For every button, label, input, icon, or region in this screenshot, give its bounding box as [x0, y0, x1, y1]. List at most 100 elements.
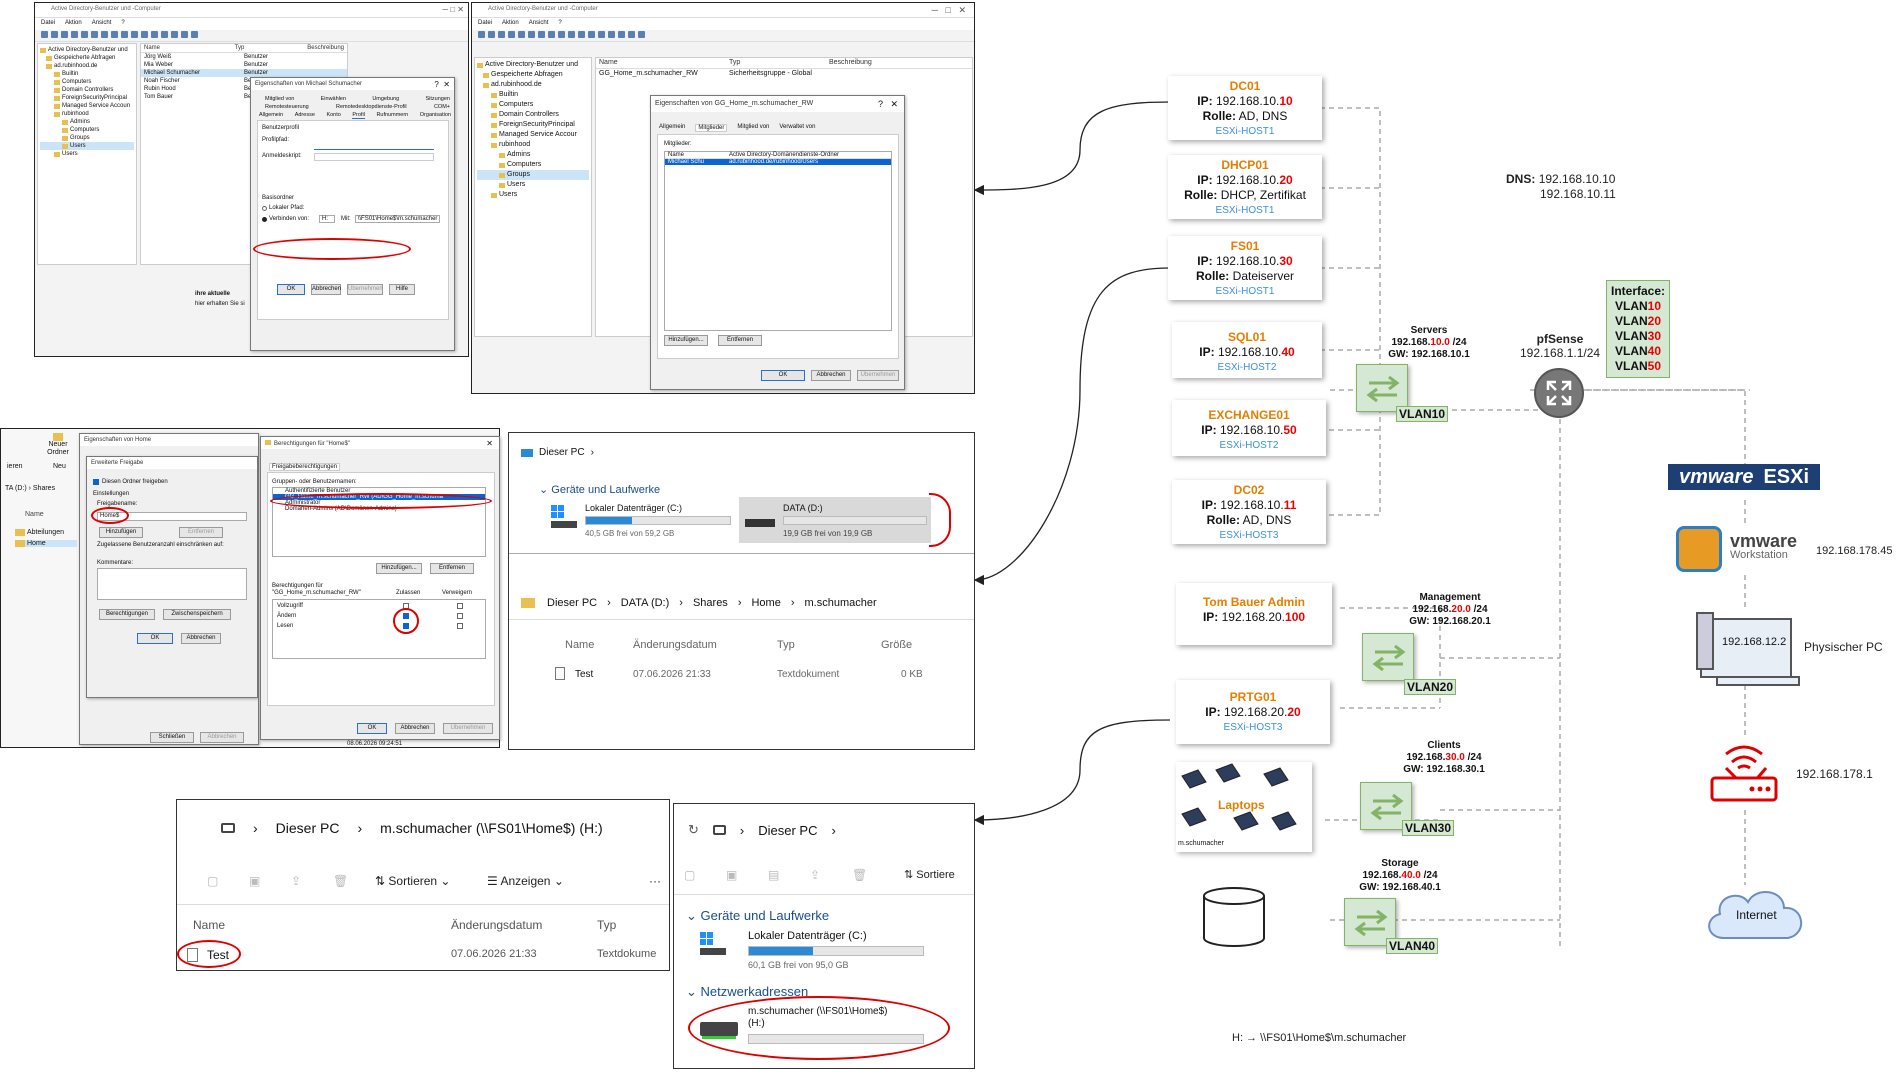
tree-item[interactable]: Managed Service Accoun — [40, 102, 134, 110]
col-name[interactable]: Name — [141, 44, 232, 52]
tree-item[interactable]: Builtin — [40, 70, 134, 78]
apply-button[interactable]: Übernehmen — [857, 370, 899, 381]
drive-select[interactable]: H: — [319, 215, 335, 223]
home-path-input[interactable]: \\FS01\Home$\m.schumacher — [355, 215, 441, 223]
crumb[interactable]: DATA (D:) — [621, 597, 669, 609]
col-beschreibung[interactable]: Beschreibung — [826, 58, 875, 68]
tree-item[interactable]: Builtin — [477, 90, 589, 100]
window-controls[interactable]: ─ □ ✕ — [442, 5, 464, 14]
ok-button[interactable]: OK — [761, 370, 805, 381]
tab-remotesteuerung[interactable]: Remotesteuerung — [265, 104, 309, 110]
tab-umgebung[interactable]: Umgebung — [372, 96, 399, 102]
menu-datei[interactable]: Datei — [41, 20, 55, 26]
copy-icon[interactable]: ▣ — [249, 874, 260, 888]
crumb-dieser-pc[interactable]: Dieser PC — [539, 447, 585, 458]
profilpfad-input[interactable] — [314, 143, 434, 150]
col-type[interactable]: Typ — [597, 918, 616, 932]
ok-button[interactable]: OK — [277, 284, 305, 295]
section-header[interactable]: ⌄ Geräte und Laufwerke — [539, 483, 660, 496]
tab-rds-profil[interactable]: Remotedesktopdienste-Profil — [336, 104, 407, 110]
crumb[interactable]: Shares — [693, 597, 728, 609]
sort-button[interactable]: ⇅ Sortiere — [904, 868, 955, 881]
dialog-buttons[interactable]: ? ✕ — [878, 99, 898, 110]
share-folder-checkbox[interactable]: Diesen Ordner freigeben — [93, 479, 168, 485]
remove-share-button[interactable]: Entfernen — [179, 527, 223, 538]
menu-aktion[interactable]: Aktion — [65, 20, 82, 26]
tree-item[interactable]: Admins — [40, 118, 134, 126]
tree-item[interactable]: Domain Controllers — [40, 86, 134, 94]
col-typ[interactable]: Typ — [232, 44, 305, 52]
tab-organisation[interactable]: Organisation — [420, 112, 451, 119]
tree-item[interactable]: Users — [40, 150, 134, 158]
tree-item[interactable]: Users — [477, 190, 589, 200]
col-name[interactable]: Name — [25, 511, 44, 518]
tree-item[interactable]: Computers — [40, 126, 134, 134]
tree-item[interactable]: ad.rubinhood.de — [477, 80, 589, 90]
apply-button[interactable]: Übernehmen — [443, 723, 493, 734]
tab-allgemein[interactable]: Allgemein — [659, 124, 685, 132]
tree-item[interactable]: ForeignSecurityPrincipal — [40, 94, 134, 102]
file-row[interactable]: Test 07.06.2026 21:33 Textdokume — [183, 946, 670, 964]
add-principal-button[interactable]: Hinzufügen... — [376, 563, 422, 574]
delete-icon[interactable]: 🗑 — [852, 868, 867, 882]
deny-read-checkbox[interactable] — [457, 623, 463, 629]
tab-konto[interactable]: Konto — [326, 112, 340, 119]
tree-item[interactable]: rubinhood — [40, 110, 134, 118]
path-bar[interactable]: Dieser PC›DATA (D:)›Shares›Home›m.schuma… — [521, 597, 877, 609]
close-button[interactable]: Schließen — [150, 732, 194, 743]
tree-item[interactable]: ad.rubinhood.de — [40, 62, 134, 70]
share-icon[interactable]: ⇪ — [810, 868, 820, 882]
tab-freigabeberechtigungen[interactable]: Freigabeberechtigungen — [269, 463, 340, 471]
crumb[interactable]: Dieser PC — [547, 597, 597, 609]
file-row[interactable]: Test 07.06.2026 21:33 Textdokument 0 KB — [555, 667, 975, 683]
tab-profil[interactable]: Profil — [352, 112, 365, 119]
col-date[interactable]: Änderungsdatum — [633, 639, 717, 651]
sort-button[interactable]: ⇅ Sortieren ⌄ — [375, 874, 450, 888]
tree-item[interactable]: Computers — [477, 160, 589, 170]
tab-adresse[interactable]: Adresse — [295, 112, 315, 119]
tree-item[interactable]: Users — [40, 142, 134, 150]
col-size[interactable]: Größe — [881, 639, 912, 651]
tree-item[interactable]: Gespeicherte Abfragen — [40, 54, 134, 62]
tab-com[interactable]: COM+ — [434, 104, 450, 110]
col-type[interactable]: Typ — [777, 639, 795, 651]
caching-button[interactable]: Zwischenspeichern — [163, 609, 231, 620]
col-typ[interactable]: Typ — [726, 58, 826, 68]
cancel-button[interactable]: Abbrechen — [811, 370, 851, 381]
drive-d[interactable]: DATA (D:) 19,9 GB frei von 19,9 GB — [739, 497, 931, 543]
add-member-button[interactable]: Hinzufügen... — [664, 335, 708, 346]
ok-button[interactable]: OK — [137, 633, 173, 644]
tab-mitglied-von[interactable]: Mitglied von — [737, 124, 769, 132]
ok-button[interactable]: OK — [357, 723, 387, 734]
tab-mitglied-von[interactable]: Mitglied von — [265, 96, 294, 102]
menu-aktion[interactable]: Aktion — [502, 20, 519, 26]
col-name[interactable]: Name — [665, 152, 729, 158]
tree-item[interactable]: Admins — [477, 150, 589, 160]
col-date[interactable]: Änderungsdatum — [451, 918, 542, 932]
radio-verbinden-von[interactable]: Verbinden von:H:Mit:\\FS01\Home$\m.schum… — [262, 215, 440, 223]
deny-change-checkbox[interactable] — [457, 613, 463, 619]
refresh-icon[interactable]: ↻ — [688, 822, 699, 838]
menu-ansicht[interactable]: Ansicht — [529, 20, 549, 26]
close-icon[interactable]: ✕ — [486, 439, 493, 448]
drive-c[interactable]: Lokaler Datenträger (C:) 40,5 GB frei vo… — [551, 501, 736, 545]
col-name[interactable]: Name — [596, 58, 726, 68]
col-beschreibung[interactable]: Beschreibung — [304, 44, 347, 52]
tree-item[interactable]: Groups — [40, 134, 134, 142]
tab-allgemein[interactable]: Allgemein — [259, 112, 283, 119]
tree-item[interactable]: Groups — [477, 170, 589, 180]
tree-item[interactable]: Computers — [40, 78, 134, 86]
crumb[interactable]: Home — [751, 597, 780, 609]
share-icon[interactable]: ⇪ — [291, 874, 301, 888]
more-button[interactable]: ··· — [649, 874, 661, 888]
cancel-button[interactable]: Abbrechen — [181, 633, 221, 644]
cut-icon[interactable]: ▢ — [684, 868, 695, 882]
anmeldeskript-input[interactable] — [314, 153, 434, 161]
crumb[interactable]: Dieser PC — [758, 823, 817, 838]
menu-help[interactable]: ? — [558, 20, 561, 26]
